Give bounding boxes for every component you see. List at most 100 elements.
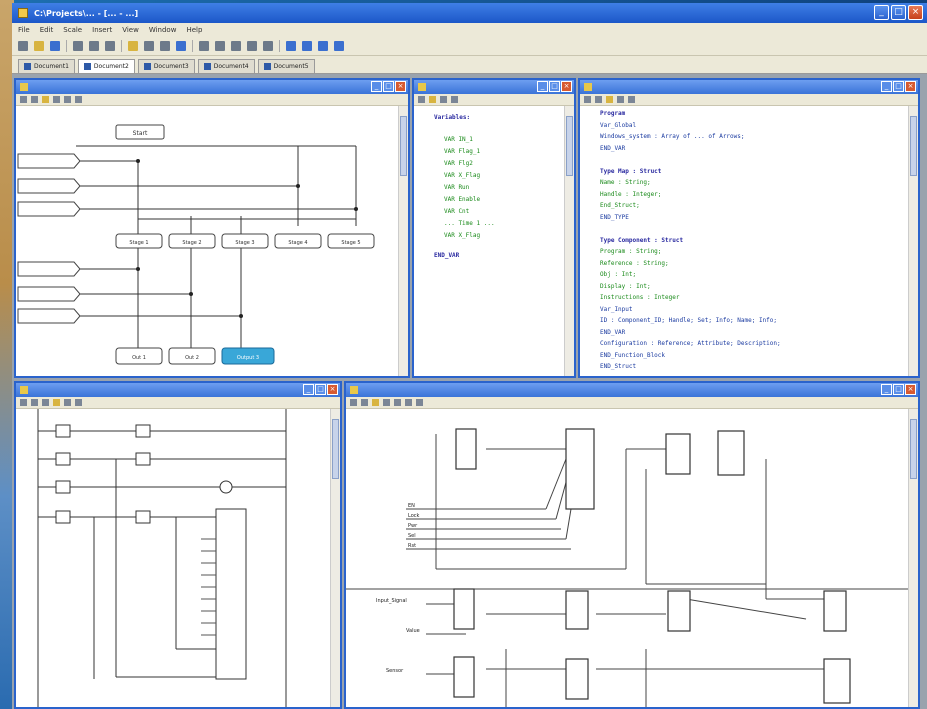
contact[interactable] [55, 480, 71, 494]
menu-help[interactable]: Help [186, 25, 203, 34]
fbd-canvas[interactable]: EN Lock Pwr Sel Rst Input_Signal Value S… [346, 409, 910, 707]
window-icon[interactable] [286, 40, 296, 51]
branch-icon[interactable] [64, 399, 71, 406]
pane-titlebar[interactable]: _□× [580, 80, 918, 94]
pane-maximize-button[interactable]: □ [383, 81, 394, 92]
pane-maximize-button[interactable]: □ [893, 81, 904, 92]
pane-close-button[interactable]: × [905, 384, 916, 395]
paste-icon[interactable] [105, 40, 115, 51]
find-icon[interactable] [617, 96, 624, 103]
pane-minimize-button[interactable]: _ [537, 81, 548, 92]
function-block[interactable] [565, 428, 595, 510]
wire-icon[interactable] [383, 399, 390, 406]
menu-edit[interactable]: Edit [39, 25, 54, 34]
function-block[interactable] [667, 590, 691, 632]
variables-list[interactable]: Variables: VAR IN_1 VAR Flag_1 VAR Flg2 … [414, 106, 564, 376]
select-icon[interactable] [350, 399, 357, 406]
vertical-scrollbar[interactable] [330, 409, 340, 707]
link-icon[interactable] [53, 96, 60, 103]
function-block[interactable] [565, 658, 589, 700]
output-node[interactable] [115, 347, 163, 365]
function-block[interactable] [565, 590, 589, 630]
add-rung-icon[interactable] [53, 399, 60, 406]
tab-document-1[interactable]: Document1 [18, 59, 75, 73]
coil[interactable] [219, 480, 233, 494]
contact-icon[interactable] [31, 399, 38, 406]
minimize-button[interactable]: _ [874, 5, 889, 20]
vertical-scrollbar[interactable] [398, 106, 408, 376]
compile-icon[interactable] [128, 40, 138, 51]
stage-node[interactable] [115, 233, 163, 249]
menu-file[interactable]: File [18, 25, 30, 34]
scrollbar-thumb[interactable] [910, 116, 917, 176]
cut-icon[interactable] [73, 40, 83, 51]
run-icon[interactable] [144, 40, 154, 51]
select-icon[interactable] [20, 399, 27, 406]
maximize-button[interactable]: □ [891, 5, 906, 20]
add-block-icon[interactable] [42, 96, 49, 103]
pane-maximize-button[interactable]: □ [549, 81, 560, 92]
function-block[interactable] [717, 430, 745, 476]
vertical-scrollbar[interactable] [564, 106, 574, 376]
open-folder-icon[interactable] [34, 40, 44, 51]
copy-icon[interactable] [89, 40, 99, 51]
pane-titlebar[interactable]: _□× [414, 80, 574, 94]
tab-document-4[interactable]: Document4 [197, 59, 255, 73]
pane-maximize-button[interactable]: □ [315, 384, 326, 395]
function-block[interactable] [453, 588, 475, 630]
tab-document-2[interactable]: Document2 [77, 59, 135, 73]
tile-icon[interactable] [302, 40, 312, 51]
menu-scale[interactable]: Scale [63, 25, 83, 34]
undo-icon[interactable] [416, 399, 423, 406]
stage-node[interactable] [327, 233, 375, 249]
properties-icon[interactable] [263, 40, 273, 51]
input-node[interactable] [17, 308, 81, 324]
align-icon[interactable] [247, 40, 257, 51]
bookmark-icon[interactable] [628, 96, 635, 103]
function-block[interactable] [455, 428, 477, 470]
vertical-scrollbar[interactable] [908, 106, 918, 376]
input-node[interactable] [17, 153, 81, 169]
menu-insert[interactable]: Insert [92, 25, 113, 34]
scrollbar-thumb[interactable] [332, 419, 339, 479]
contact[interactable] [135, 424, 151, 438]
grid-icon[interactable] [231, 40, 241, 51]
new-file-icon[interactable] [18, 40, 28, 51]
scrollbar-thumb[interactable] [566, 116, 573, 176]
vertical-scrollbar[interactable] [908, 409, 918, 707]
pane-minimize-button[interactable]: _ [881, 81, 892, 92]
add-variable-icon[interactable] [429, 96, 436, 103]
contact[interactable] [55, 424, 71, 438]
compile-icon[interactable] [606, 96, 613, 103]
stop-icon[interactable] [160, 40, 170, 51]
help-icon[interactable] [334, 40, 344, 51]
debug-icon[interactable] [176, 40, 186, 51]
delete-icon[interactable] [440, 96, 447, 103]
pane-titlebar[interactable]: _□× [16, 383, 340, 397]
zoom-out-icon[interactable] [215, 40, 225, 51]
pane-minimize-button[interactable]: _ [371, 81, 382, 92]
menu-window[interactable]: Window [148, 25, 177, 34]
coil-icon[interactable] [42, 399, 49, 406]
select-icon[interactable] [418, 96, 425, 103]
scrollbar-thumb[interactable] [910, 419, 917, 479]
input-node[interactable] [17, 261, 81, 277]
move-icon[interactable] [31, 96, 38, 103]
pane-close-button[interactable]: × [561, 81, 572, 92]
function-block[interactable] [823, 658, 851, 704]
block-icon[interactable] [361, 399, 368, 406]
pane-titlebar[interactable]: _□× [16, 80, 408, 94]
output-node-selected[interactable] [221, 347, 275, 365]
menu-view[interactable]: View [122, 25, 139, 34]
flowchart-canvas[interactable]: Start Stage 1 Stage 2 Stage 3 Stage 4 St… [16, 106, 398, 376]
function-block[interactable] [823, 590, 847, 632]
indent-icon[interactable] [595, 96, 602, 103]
pane-minimize-button[interactable]: _ [881, 384, 892, 395]
add-block-icon[interactable] [372, 399, 379, 406]
scrollbar-thumb[interactable] [400, 116, 407, 176]
undo-icon[interactable] [64, 96, 71, 103]
pane-maximize-button[interactable]: □ [893, 384, 904, 395]
pane-close-button[interactable]: × [395, 81, 406, 92]
tab-document-5[interactable]: Document5 [257, 59, 315, 73]
